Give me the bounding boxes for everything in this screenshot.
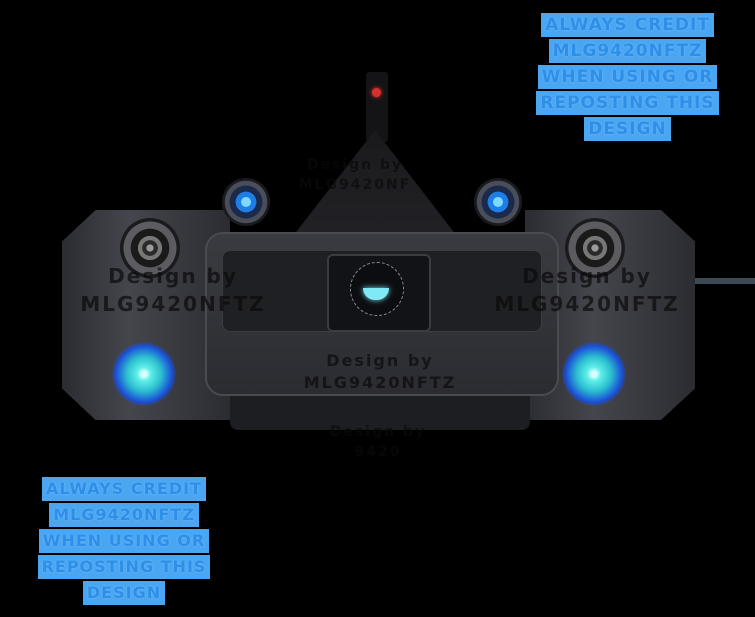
right-light-pod-icon	[474, 178, 522, 226]
side-cannon	[690, 278, 755, 284]
credit-line: DESIGN	[584, 117, 671, 141]
cockpit-light-icon	[363, 288, 389, 300]
credit-line: WHEN USING OR	[38, 529, 210, 553]
credit-line: REPOSTING THIS	[37, 555, 211, 579]
credit-line: DESIGN	[82, 581, 166, 605]
left-energy-orb-icon	[112, 342, 176, 406]
right-energy-orb-icon	[562, 342, 626, 406]
beacon-light-icon	[372, 88, 381, 97]
antenna-mast	[366, 72, 388, 142]
credit-line: REPOSTING THIS	[536, 91, 719, 115]
credit-line: MLG9420NFTZ	[49, 503, 199, 527]
credit-line: ALWAYS CREDIT	[42, 477, 206, 501]
credit-notice-bottom: ALWAYS CREDIT MLG9420NFTZ WHEN USING OR …	[0, 476, 248, 606]
lower-hull	[230, 390, 530, 430]
left-turbine	[120, 218, 180, 278]
left-light-pod-icon	[222, 178, 270, 226]
credit-line: ALWAYS CREDIT	[541, 13, 714, 37]
right-turbine	[565, 218, 625, 278]
credit-line: MLG9420NFTZ	[548, 39, 707, 63]
credit-line: WHEN USING OR	[537, 65, 718, 89]
credit-notice-top: ALWAYS CREDIT MLG9420NFTZ WHEN USING OR …	[500, 12, 755, 142]
